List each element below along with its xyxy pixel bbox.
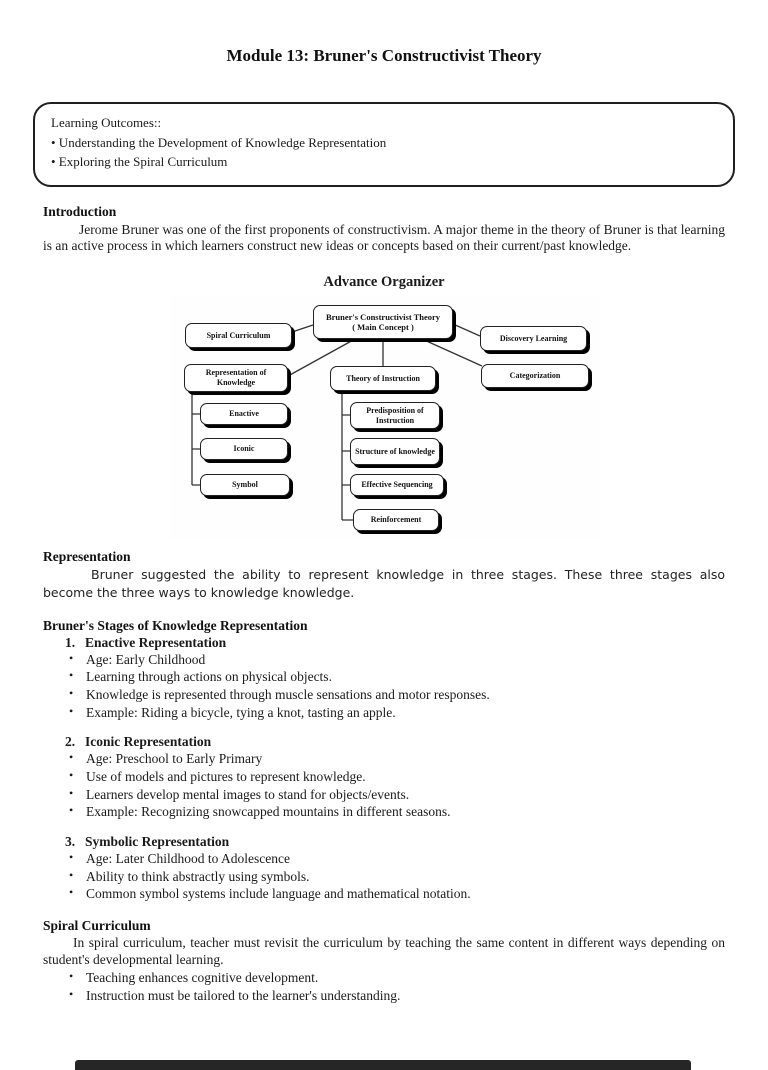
stage-name: Iconic Representation (85, 734, 212, 750)
spiral-curriculum-paragraph: In spiral curriculum, teacher must revis… (43, 935, 725, 968)
page-title: Module 13: Bruner's Constructivist Theor… (226, 46, 542, 65)
node-reinforcement: Reinforcement (353, 509, 439, 532)
representation-paragraph: Bruner suggested the ability to represen… (43, 567, 725, 600)
representation-heading: Representation (43, 549, 131, 565)
node-categorization: Categorization (481, 364, 589, 389)
node-symbol: Symbol (200, 474, 290, 497)
introduction-paragraph: Jerome Bruner was one of the first propo… (43, 221, 725, 254)
list-item: Age: Preschool to Early Primary (43, 750, 725, 768)
stage-title: 2. Iconic Representation (65, 734, 725, 750)
node-effective-sequencing: Effective Sequencing (350, 474, 444, 497)
stages-heading: Bruner's Stages of Knowledge Representat… (43, 617, 308, 633)
stage-number: 1. (65, 634, 76, 650)
viewer-bottom-toolbar[interactable] (75, 1060, 691, 1070)
outcome-item: • Exploring the Spiral Curriculum (51, 154, 228, 169)
node-theory-of-instruction: Theory of Instruction (330, 366, 436, 392)
stage-number: 2. (65, 734, 76, 750)
stage-title: 1. Enactive Representation (65, 635, 725, 651)
node-enactive: Enactive (200, 403, 288, 426)
node-discovery-learning: Discovery Learning (480, 326, 587, 352)
list-item: Common symbol systems include language a… (43, 885, 725, 903)
learning-outcomes-box: Learning Outcomes:: • Understanding the … (33, 102, 735, 187)
document-page: Module 13: Bruner's Constructivist Theor… (0, 46, 768, 1004)
node-predisposition-of-instruction: Predisposition of Instruction (350, 402, 440, 430)
list-item: Age: Early Childhood (43, 651, 725, 669)
stage-title: 3. Symbolic Representation (65, 834, 725, 850)
advance-organizer-diagram: Bruner's Constructivist Theory ( Main Co… (170, 296, 600, 542)
introduction-heading: Introduction (43, 203, 117, 219)
list-item: Instruction must be tailored to the lear… (43, 987, 725, 1005)
spiral-curriculum-heading: Spiral Curriculum (43, 918, 151, 934)
node-main-sublabel: ( Main Concept ) (352, 322, 414, 333)
outcomes-heading: Learning Outcomes:: (51, 115, 162, 130)
advance-organizer-heading: Advance Organizer (323, 274, 445, 291)
stage-number: 3. (65, 834, 76, 850)
node-main-label: Bruner's Constructivist Theory (325, 311, 441, 322)
diagram-connector-lines (191, 323, 483, 521)
list-item: Use of models and pictures to represent … (43, 768, 725, 786)
list-item: Teaching enhances cognitive development. (43, 969, 725, 987)
node-iconic: Iconic (200, 438, 288, 461)
node-spiral-curriculum: Spiral Curriculum (185, 323, 292, 349)
node-representation-of-knowledge: Representation of Knowledge (184, 364, 288, 393)
node-main-concept: Bruner's Constructivist Theory ( Main Co… (313, 305, 453, 340)
outcome-item: • Understanding the Development of Knowl… (51, 134, 387, 150)
stage-name: Enactive Representation (85, 634, 227, 650)
list-item: Example: Recognizing snowcapped mountain… (43, 803, 725, 821)
list-item: Knowledge is represented through muscle … (43, 686, 725, 704)
list-item: Learning through actions on physical obj… (43, 668, 725, 686)
list-item: Example: Riding a bicycle, tying a knot,… (43, 704, 725, 722)
list-item: Ability to think abstractly using symbol… (43, 868, 725, 886)
list-item: Learners develop mental images to stand … (43, 786, 725, 804)
stage-name: Symbolic Representation (85, 834, 230, 850)
list-item: Age: Later Childhood to Adolescence (43, 850, 725, 868)
node-structure-of-knowledge: Structure of knowledge (350, 438, 440, 466)
